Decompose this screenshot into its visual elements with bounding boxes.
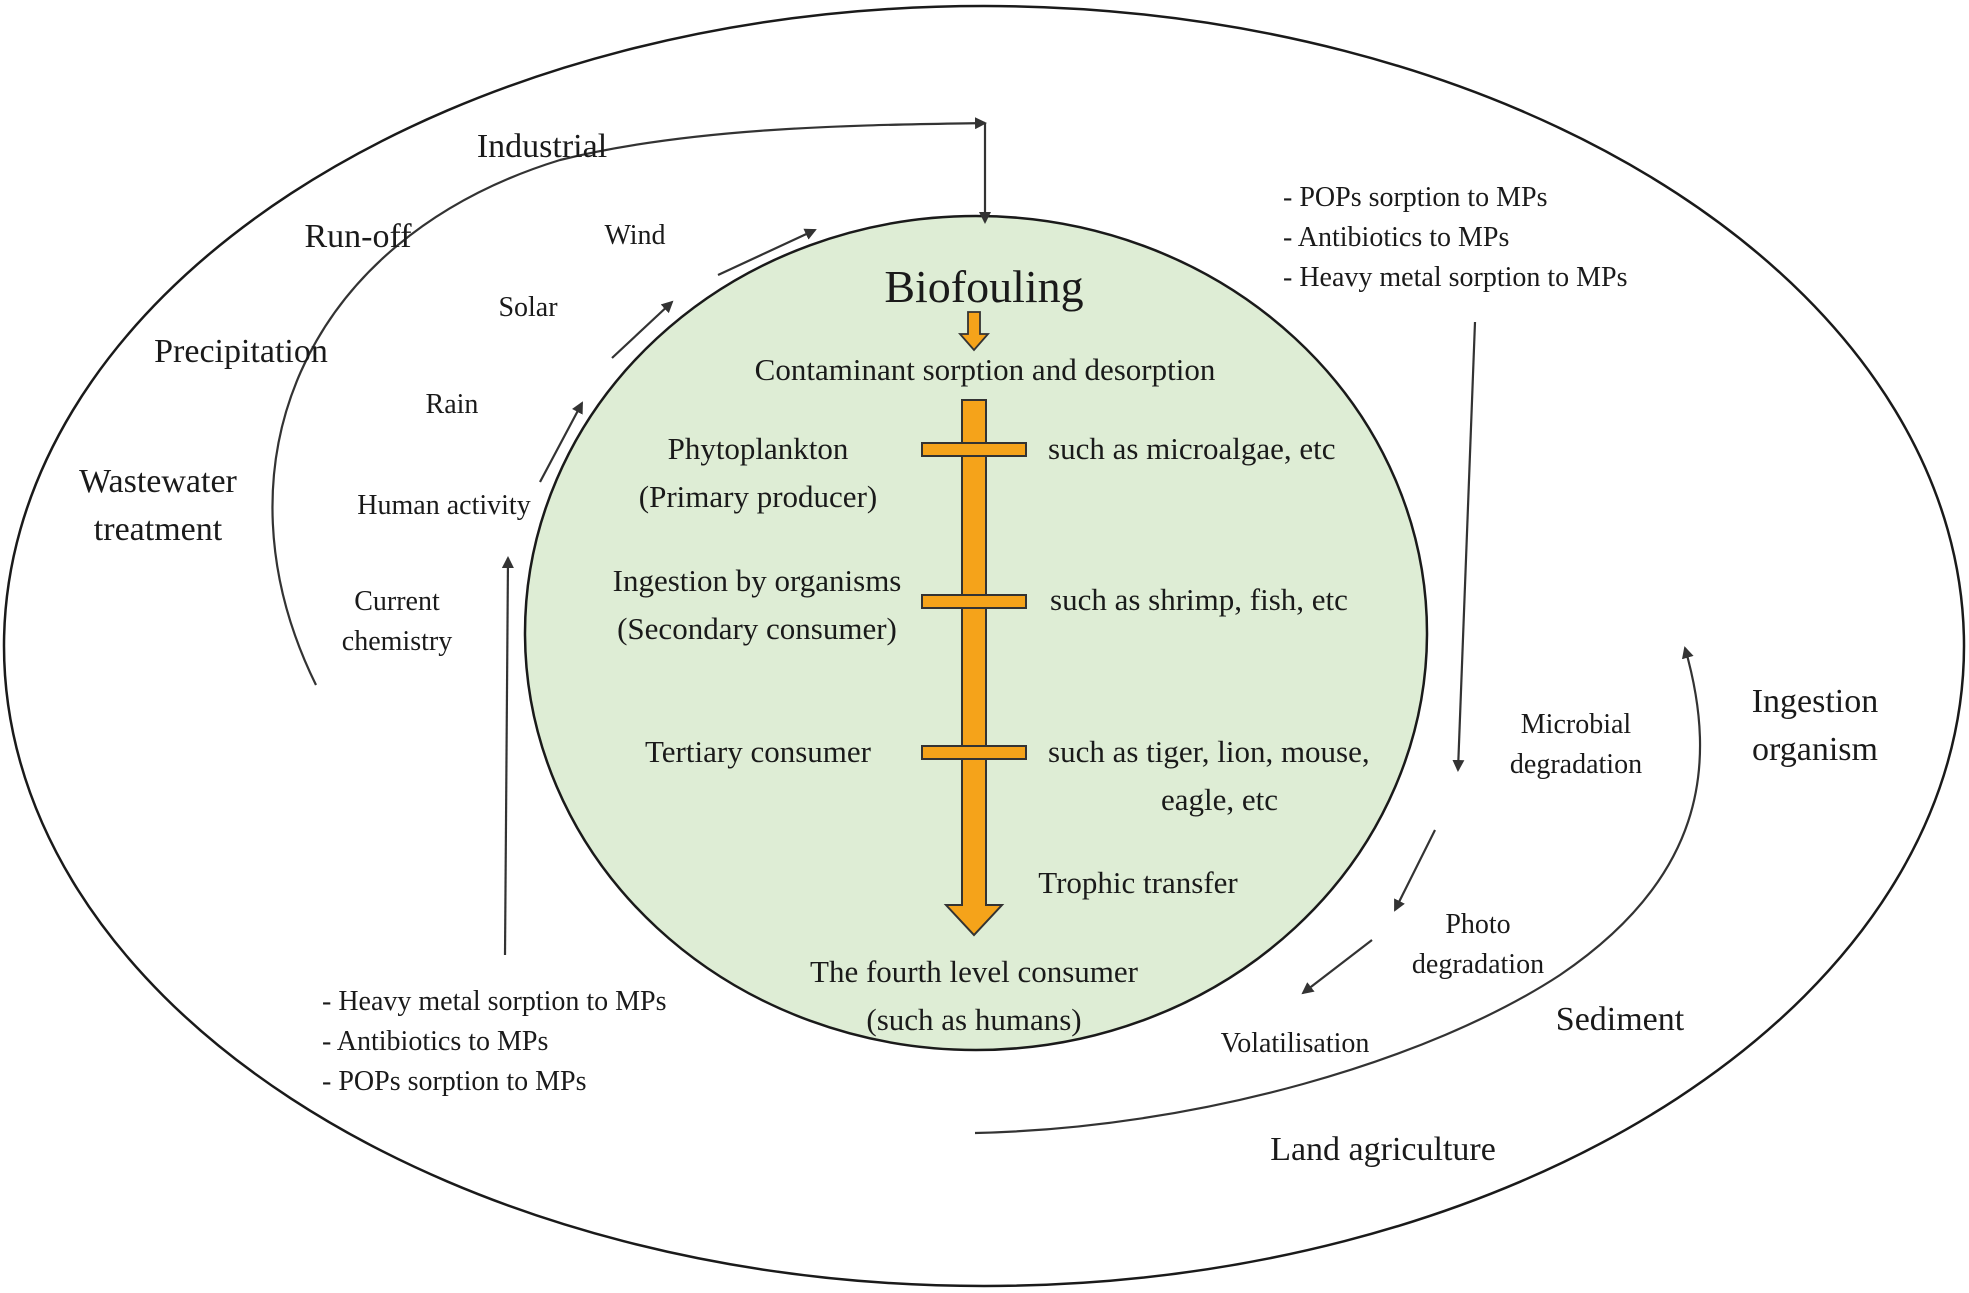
- sorption-bottom-item-3: - POPs sorption to MPs: [322, 1066, 587, 1097]
- wind-label: Wind: [604, 220, 665, 251]
- rain-label: Rain: [426, 389, 479, 420]
- current-chemistry-line2: chemistry: [342, 626, 452, 657]
- outer-environment-ellipse: [2, 4, 1966, 1288]
- biofouling-small-arrow: [958, 311, 990, 352]
- wastewater-label-line1: Wastewater: [79, 463, 237, 500]
- level4-name-line1: The fourth level consumer: [810, 954, 1139, 989]
- level2-example: such as shrimp, fish, etc: [1050, 582, 1348, 617]
- microbial-degradation-line1: Microbial: [1521, 709, 1632, 740]
- trophic-transfer-label: Trophic transfer: [1038, 865, 1238, 900]
- bottom-sorption-up-arrow: [501, 556, 514, 956]
- sediment-label: Sediment: [1556, 1001, 1685, 1038]
- sorption-top-item-3: - Heavy metal sorption to MPs: [1283, 262, 1628, 293]
- top-sorption-down-arrow: [1452, 321, 1477, 772]
- sorption-top-item-2: - Antibiotics to MPs: [1283, 222, 1509, 253]
- degradation-arrow-1: [1394, 829, 1436, 912]
- driver-arrow-2: [611, 300, 674, 359]
- photo-degradation-line1: Photo: [1445, 909, 1510, 940]
- precipitation-label: Precipitation: [154, 333, 328, 370]
- trophic-bar-level2: [921, 594, 1027, 609]
- level2-name-line1: Ingestion by organisms: [613, 563, 902, 598]
- biofouling-title: Biofouling: [884, 261, 1083, 312]
- trophic-transfer-arrow: [943, 399, 1005, 937]
- level3-example-line1: such as tiger, lion, mouse,: [1048, 734, 1370, 769]
- run-off-label: Run-off: [304, 218, 412, 255]
- land-agriculture-label: Land agriculture: [1270, 1131, 1496, 1168]
- sorption-bottom-item-2: - Antibiotics to MPs: [322, 1026, 548, 1057]
- driver-arrow-1: [539, 401, 583, 483]
- degradation-arrow-2: [1301, 939, 1373, 995]
- ingestion-organism-line2: organism: [1752, 731, 1878, 768]
- left-curve-arrow: [271, 117, 987, 686]
- industrial-label: Industrial: [477, 128, 607, 165]
- ingestion-organism-line1: Ingestion: [1752, 683, 1879, 720]
- level1-example: such as microalgae, etc: [1048, 431, 1335, 466]
- volatilisation-label: Volatilisation: [1221, 1028, 1370, 1059]
- level3-name: Tertiary consumer: [645, 734, 872, 769]
- sorption-bottom-item-1: - Heavy metal sorption to MPs: [322, 986, 667, 1017]
- level1-name-line2: (Primary producer): [639, 479, 877, 514]
- human-activity-label: Human activity: [357, 490, 530, 521]
- right-curve-arrow: [974, 646, 1702, 1135]
- contaminant-sorption-label: Contaminant sorption and desorption: [755, 352, 1216, 387]
- trophic-bar-level1: [921, 442, 1027, 457]
- solar-label: Solar: [498, 292, 558, 323]
- level4-name-line2: (such as humans): [866, 1002, 1081, 1037]
- driver-arrow-3: [717, 228, 817, 276]
- trophic-bar-level3: [921, 745, 1027, 760]
- sorption-top-item-1: - POPs sorption to MPs: [1283, 182, 1548, 213]
- photo-degradation-line2: degradation: [1412, 949, 1544, 980]
- wastewater-label-line2: treatment: [94, 511, 223, 548]
- level2-name-line2: (Secondary consumer): [617, 611, 897, 646]
- level1-name-line1: Phytoplankton: [668, 431, 849, 466]
- level3-example-line2: eagle, etc: [1161, 782, 1278, 817]
- current-chemistry-line1: Current: [354, 586, 440, 617]
- microbial-degradation-line2: degradation: [1510, 749, 1642, 780]
